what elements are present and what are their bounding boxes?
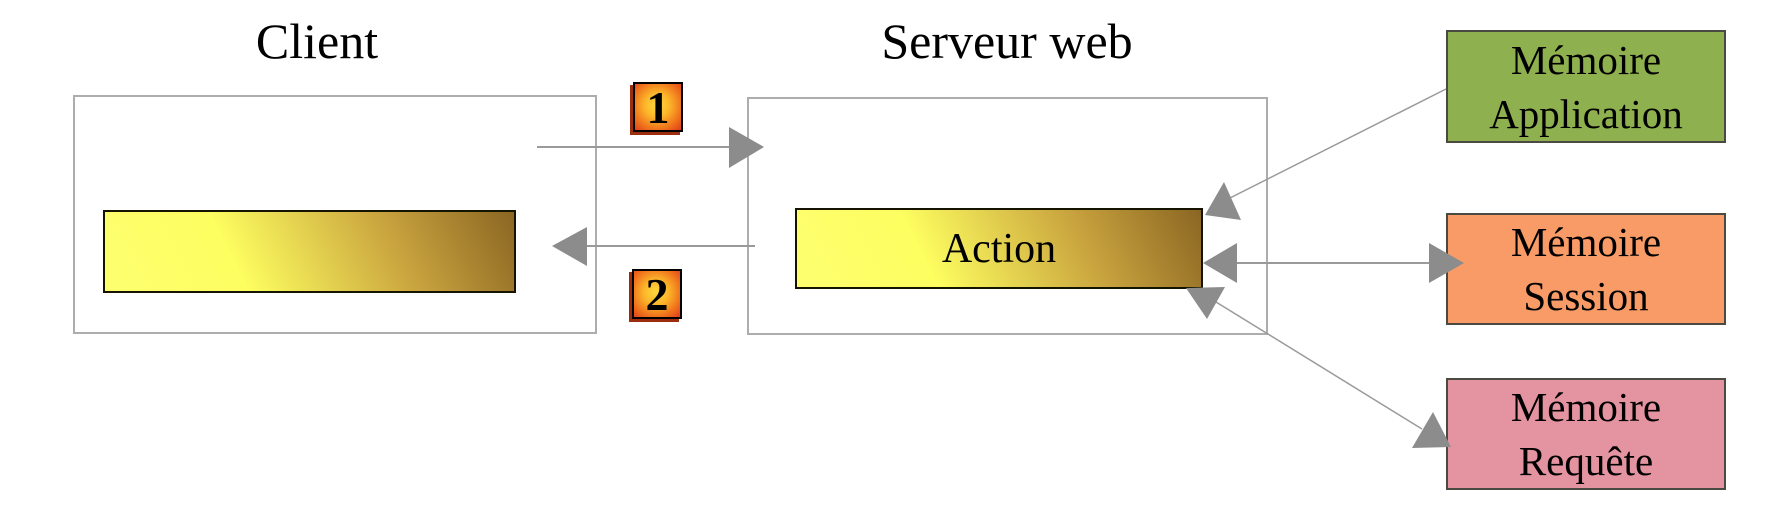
memory-application-line1: Mémoire xyxy=(1510,36,1662,83)
memory-requete-line1: Mémoire xyxy=(1510,384,1662,430)
action-rect: Action xyxy=(795,208,1203,289)
step-badge-1: 1 xyxy=(633,82,683,133)
memory-requete-box: Mémoire Requête xyxy=(1446,378,1726,490)
client-content-rect xyxy=(103,210,516,293)
client-title: Client xyxy=(255,13,379,69)
memory-application-box: Mémoire Application xyxy=(1446,30,1726,143)
memory-session-line2: Session xyxy=(1523,273,1649,319)
memory-requete-line2: Requête xyxy=(1518,438,1654,484)
action-label: Action xyxy=(941,225,1057,272)
step-badge-2: 2 xyxy=(632,269,682,320)
server-title: Serveur web xyxy=(881,13,1133,69)
memory-session-box: Mémoire Session xyxy=(1446,213,1726,325)
memory-application-line2: Application xyxy=(1489,90,1683,137)
memory-session-line1: Mémoire xyxy=(1510,219,1662,265)
